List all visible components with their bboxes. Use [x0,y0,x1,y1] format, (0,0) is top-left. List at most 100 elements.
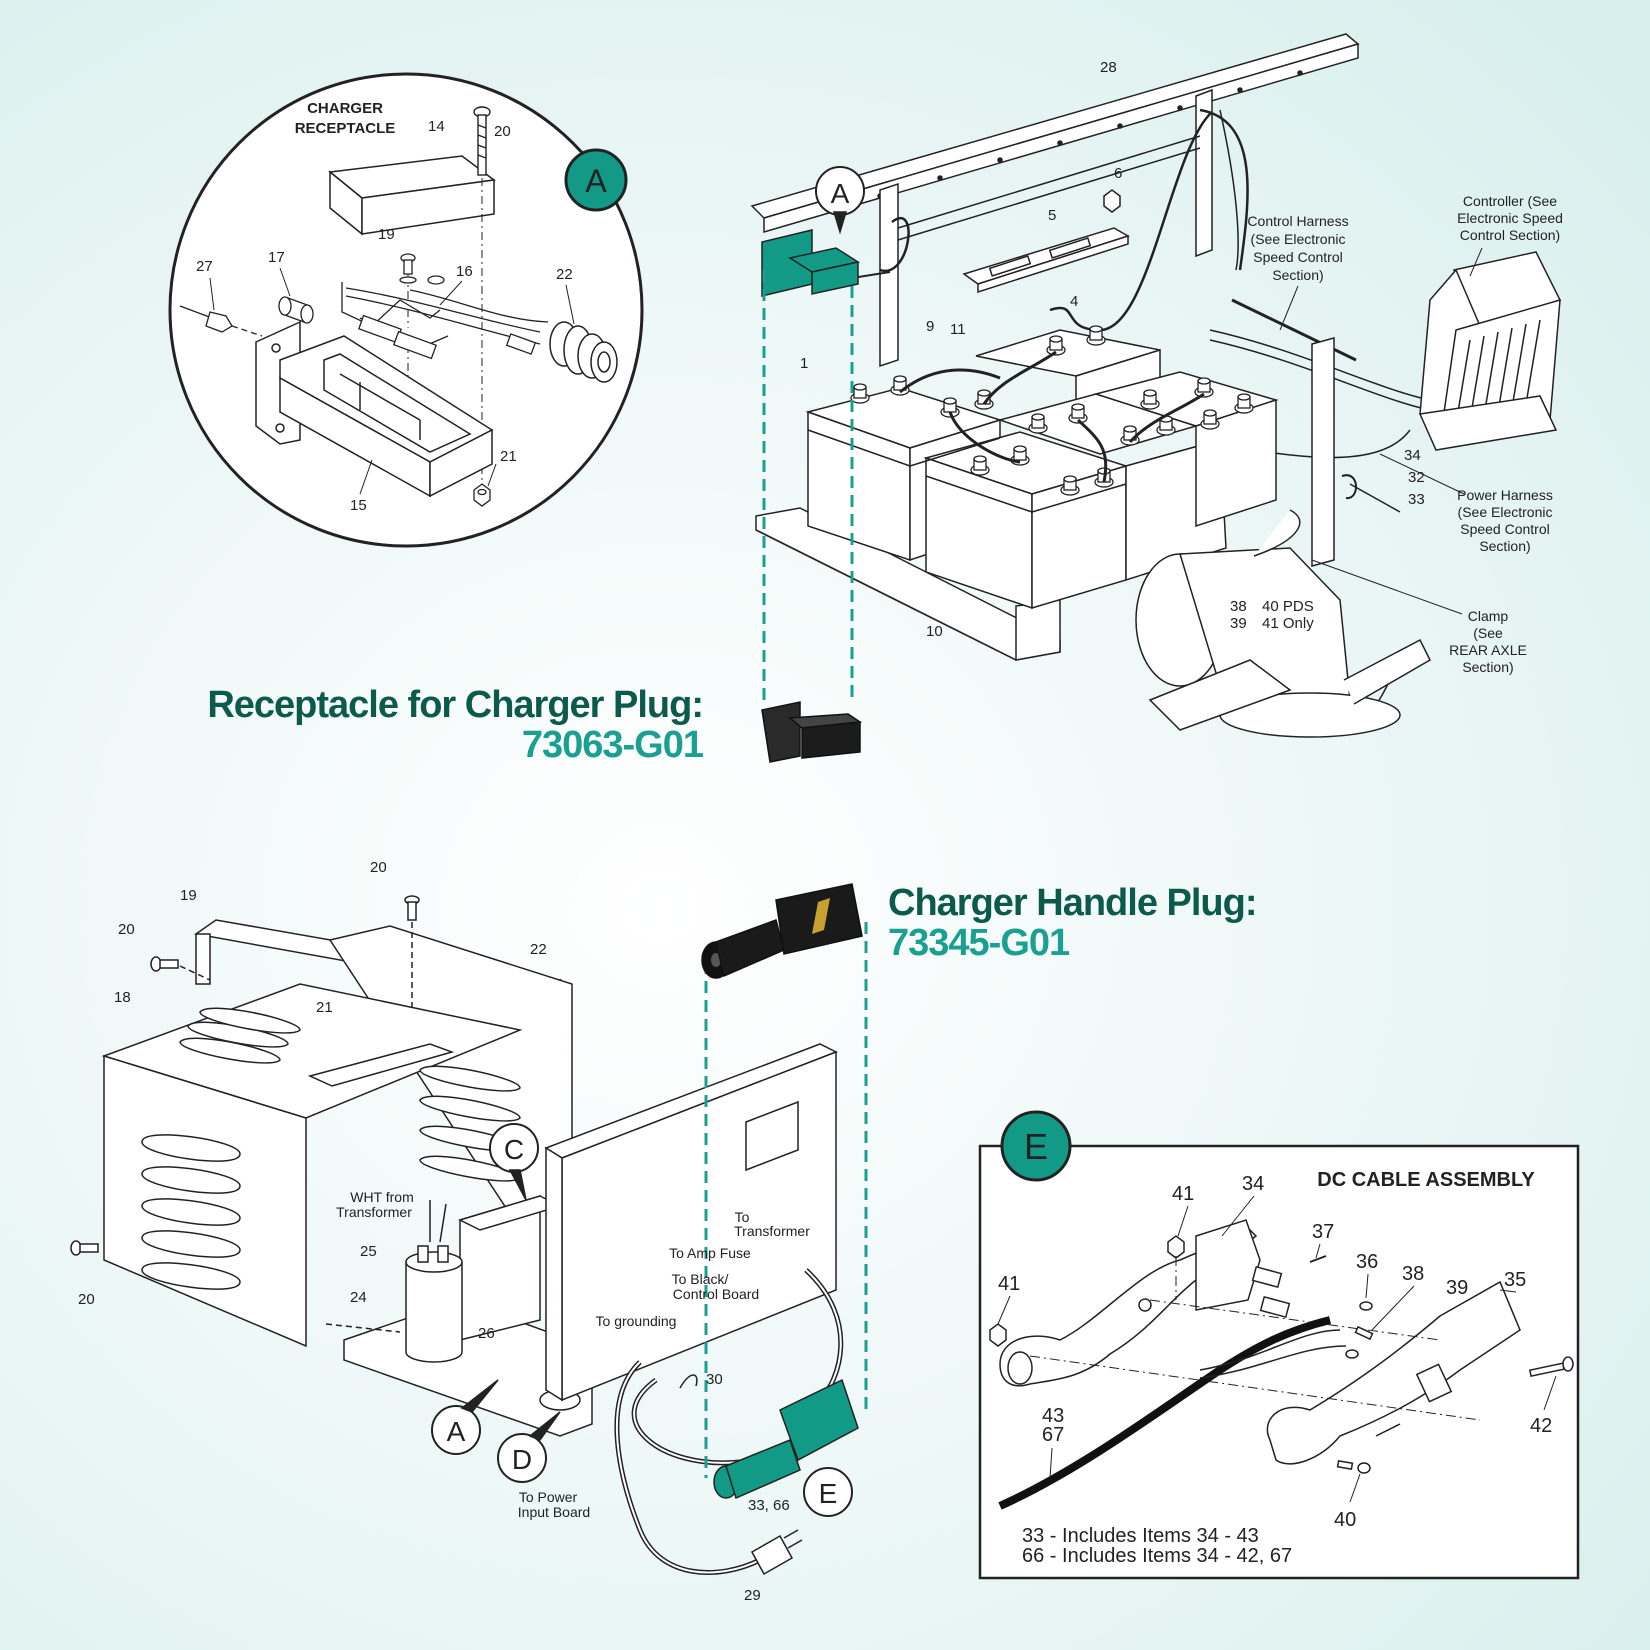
plug-contacts [1251,1255,1374,1359]
charger-num-30: 30 [706,1371,723,1388]
note-control-harness: Control Harness (See Electronic Speed Co… [1247,213,1348,283]
svg-text:Control Harness: Control Harness [1247,213,1348,229]
charger-num-18: 18 [114,989,131,1006]
detail-e-badge: E [1000,1110,1072,1182]
svg-text:Electronic Speed: Electronic Speed [1457,210,1563,226]
svg-text:Controller (See: Controller (See [1463,193,1557,209]
charger-num-20-a: 20 [370,859,387,876]
note-to-transformer: To Transformer [734,1209,810,1239]
svg-text:REAR AXLE: REAR AXLE [1449,642,1527,658]
charger-num-20-b: 20 [118,921,135,938]
cart-num-11: 11 [950,321,966,338]
charger-num-33-66: 33, 66 [748,1497,790,1514]
note-to-black: To Black/ Control Board [672,1271,760,1302]
detail-a-num-14: 14 [428,118,445,135]
detail-e-num-37: 37 [1312,1221,1334,1243]
detail-e-badge-letter: E [1024,1126,1048,1167]
detail-a-num-27: 27 [196,258,213,275]
svg-text:Transformer: Transformer [336,1204,412,1220]
detail-a-num-17: 17 [268,249,285,266]
cart-num-34: 34 [1404,447,1421,464]
screw-42 [1528,1356,1574,1377]
svg-text:Speed Control: Speed Control [1253,249,1343,265]
pin-27 [179,305,263,337]
svg-text:Section): Section) [1462,659,1513,675]
note-clamp: Clamp (See REAR AXLE Section) [1449,608,1527,675]
svg-text:Control Board: Control Board [673,1286,759,1302]
svg-text:(See Electronic: (See Electronic [1251,231,1346,247]
cart-receptacle [761,229,860,297]
svg-text:Power Harness: Power Harness [1457,487,1553,503]
svg-text:Input Board: Input Board [518,1504,590,1520]
detail-a-title-1: CHARGER [307,100,383,117]
nut-41-top [1167,1235,1185,1259]
receptacle-heading-title: Receptacle for Charger Plug: [207,684,704,726]
detail-e-num-42: 42 [1530,1415,1552,1437]
svg-text:To: To [735,1209,750,1225]
cart-num-6: 6 [1114,165,1122,182]
detail-a-num-19: 19 [378,226,395,243]
detail-e-num-38: 38 [1402,1263,1424,1285]
charger-screw-20-top [404,895,420,1010]
detail-e-includes-66: 66 - Includes Items 34 - 42, 67 [1022,1545,1292,1567]
cart-num-9: 9 [926,318,934,335]
detail-a-num-22: 22 [556,266,573,283]
receptacle-part-number: 73063-G01 [521,723,704,766]
detail-e-num-39: 39 [1446,1277,1468,1299]
detail-e: E DC CABLE ASSEMBLY 41 34 37 36 38 39 35… [978,1110,1580,1580]
charger-labels: C A D E 20 19 20 18 21 22 25 24 26 20 30… [78,859,837,1604]
detail-e-includes-33: 33 - Includes Items 34 - 43 [1022,1525,1259,1547]
plug-photo [701,883,863,979]
svg-text:Transformer: Transformer [734,1223,810,1239]
detail-a-badge: A [564,148,628,212]
charger-callout-d [497,1411,561,1483]
receptacle-photo [761,701,863,763]
detail-a: A CHARGER RECEPTACLE 14 20 19 27 17 16 2… [168,72,644,548]
charger-num-20-c: 20 [78,1291,95,1308]
detail-e-num-67: 67 [1042,1424,1064,1446]
detail-a-num-16: 16 [456,263,473,280]
detail-e-num-34: 34 [1242,1173,1264,1195]
receptacle-base-15 [255,320,494,498]
charger-callout-a [431,1379,499,1455]
charger-num-24: 24 [350,1289,367,1306]
svg-text:Section): Section) [1479,538,1530,554]
cart-num-33: 33 [1408,491,1425,508]
plug-heading: Charger Handle Plug: 73345-G01 [888,883,1257,964]
cart-num-10: 10 [926,623,943,640]
detail-e-num-41-left: 41 [998,1273,1020,1295]
note-to-power: To Power Input Board [518,1489,590,1520]
cart-num-38: 38 [1230,598,1247,615]
cart-num-28: 28 [1100,59,1117,76]
charger-num-21: 21 [316,999,333,1016]
cart-callout-a [815,166,865,235]
charger-num-26: 26 [478,1325,495,1342]
screw-19 [399,253,445,285]
charger-screw-20-left [150,956,211,981]
svg-text:Clamp: Clamp [1468,608,1509,624]
screw-40 [1336,1459,1371,1474]
capacitor-25 [405,1200,463,1363]
callout-a-letter: A [447,1416,466,1447]
detail-e-num-40: 40 [1334,1509,1356,1531]
svg-text:To Black/: To Black/ [672,1271,729,1287]
charger-num-25: 25 [360,1243,377,1260]
callout-c-letter: C [504,1134,524,1165]
cart-assembly [750,33,1562,763]
cart-pds-2: 41 Only [1262,615,1314,632]
detail-e-num-36: 36 [1356,1251,1378,1273]
cart-labels: A 28 6 5 4 9 11 1 10 34 32 33 38 39 40 P… [800,59,1563,675]
receptacle-cover [328,155,496,236]
svg-text:(See Electronic: (See Electronic [1458,504,1553,520]
nut-41-left [989,1323,1007,1347]
cylinder-17 [278,296,314,324]
note-wht-from: WHT from Transformer [336,1189,414,1220]
svg-text:To Power: To Power [519,1489,578,1505]
note-to-amp-fuse: To Amp Fuse [669,1245,751,1261]
detail-e-num-41-top: 41 [1172,1183,1194,1205]
detail-a-badge-letter: A [585,163,607,199]
screw-20 [473,106,491,176]
contacts-16 [341,282,549,360]
charger-num-29: 29 [744,1587,761,1604]
